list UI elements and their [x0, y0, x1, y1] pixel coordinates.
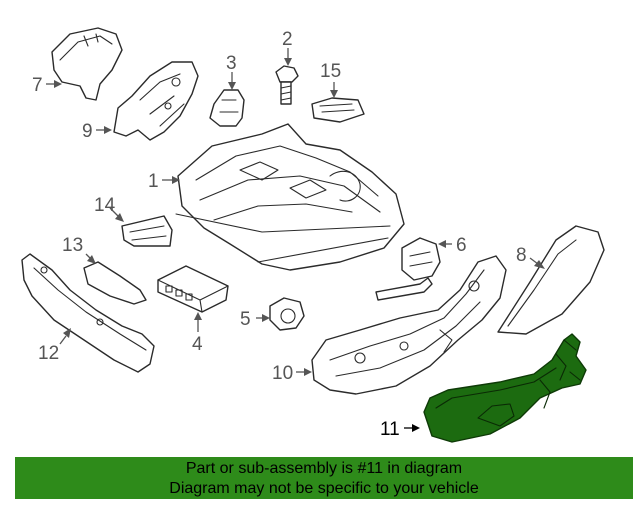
callout-6: 6 — [456, 235, 467, 256]
part-9-trim — [113, 61, 199, 141]
callout-9: 9 — [82, 121, 93, 142]
parts-diagram: 1 2 3 4 5 6 7 8 9 10 11 12 13 14 15 — [21, 27, 605, 443]
part-12-side-panel — [21, 253, 155, 373]
part-15-clip — [311, 97, 365, 123]
part-13-cover — [83, 261, 147, 305]
info-banner: Part or sub-assembly is #11 in diagram D… — [15, 457, 633, 499]
banner-line-1: Part or sub-assembly is #11 in diagram — [185, 460, 463, 477]
callout-13: 13 — [62, 235, 83, 256]
part-2-bolt — [275, 65, 299, 105]
part-6-lever — [375, 237, 441, 301]
callout-3: 3 — [226, 53, 237, 74]
callout-1: 1 — [148, 171, 159, 192]
callout-2: 2 — [282, 29, 293, 50]
part-14-slide-cover — [121, 215, 173, 247]
callout-8: 8 — [516, 245, 527, 266]
part-7-cover — [51, 27, 123, 101]
leader-lines — [46, 48, 545, 432]
callout-12: 12 — [38, 343, 59, 364]
part-4-module — [157, 265, 229, 313]
callout-7: 7 — [32, 75, 43, 96]
part-5-motor — [269, 297, 305, 331]
callout-5: 5 — [240, 309, 251, 330]
banner-line-2: Diagram may not be specific to your vehi… — [169, 480, 479, 497]
part-8-side-cover — [497, 225, 605, 335]
callout-labels: 1 2 3 4 5 6 7 8 9 10 11 12 13 14 15 — [32, 29, 527, 440]
part-10-backrest-frame — [311, 255, 507, 395]
callout-4: 4 — [192, 334, 203, 355]
callout-14: 14 — [94, 195, 116, 216]
part-11-highlighted — [423, 333, 587, 443]
part-1-seat-frame — [175, 123, 405, 271]
callout-10: 10 — [272, 363, 293, 384]
part-3-bracket — [209, 89, 245, 127]
callout-15: 15 — [320, 61, 341, 82]
callout-11: 11 — [380, 419, 400, 440]
